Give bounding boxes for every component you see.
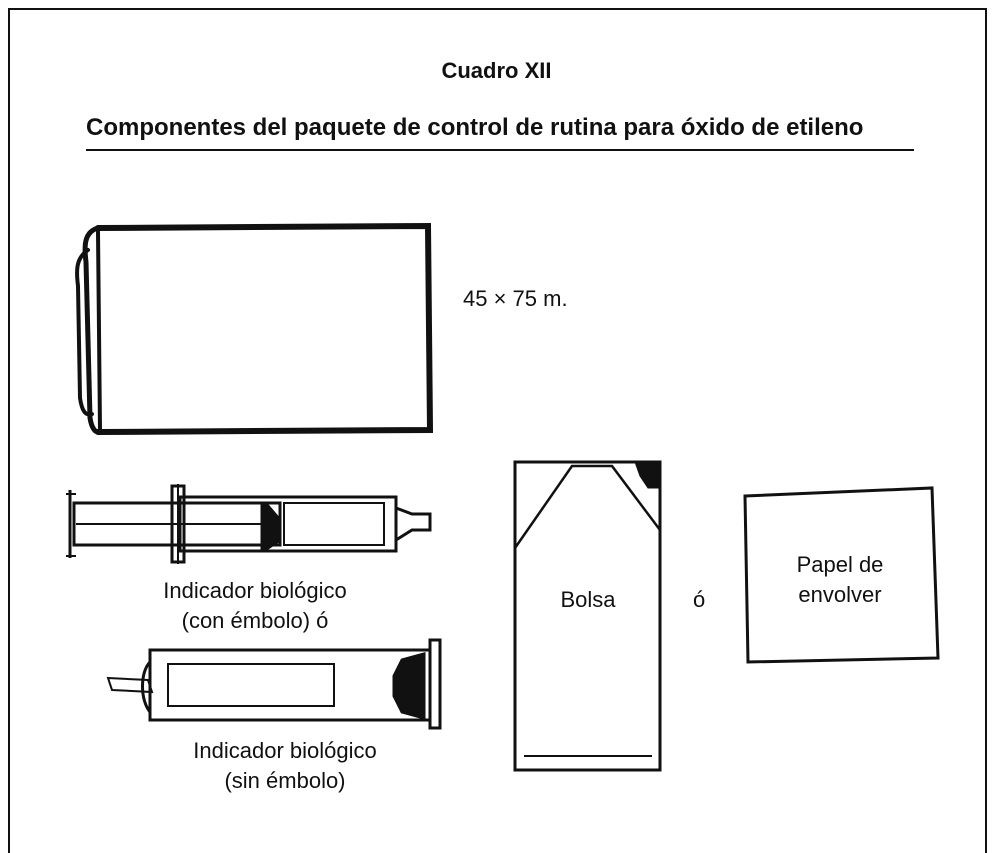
- wrapping-paper-line1: Papel de: [796, 552, 884, 577]
- wrapping-paper-label: Papel de envolver: [760, 550, 920, 610]
- indicator-without-plunger-line2: (sin émbolo): [224, 768, 346, 793]
- or-label: ó: [693, 587, 706, 612]
- towel-illustration: [75, 222, 434, 435]
- indicator-without-plunger-line1: Indicador biológico: [193, 738, 377, 763]
- syringe-without-plunger-illustration: [106, 638, 442, 730]
- indicator-with-plunger-line2: (con émbolo) ó: [181, 608, 329, 633]
- towel-dimension-label: 45 × 75 m.: [463, 286, 568, 311]
- bag-illustration: [513, 460, 662, 772]
- indicator-without-plunger-label: Indicador biológico (sin émbolo): [140, 736, 430, 796]
- figure-frame: [8, 8, 987, 853]
- syringe-with-plunger-illustration: [66, 484, 432, 564]
- wrapping-paper-illustration: [743, 486, 940, 664]
- table-number: Cuadro XII: [441, 58, 552, 83]
- title-underline: [86, 149, 914, 151]
- bag-label: Bolsa: [560, 587, 616, 612]
- wrapping-paper-line2: envolver: [798, 582, 882, 607]
- figure-title: Componentes del paquete de control de ru…: [86, 114, 864, 141]
- indicator-with-plunger-line1: Indicador biológico: [163, 578, 347, 603]
- indicator-with-plunger-label: Indicador biológico (con émbolo) ó: [110, 576, 400, 636]
